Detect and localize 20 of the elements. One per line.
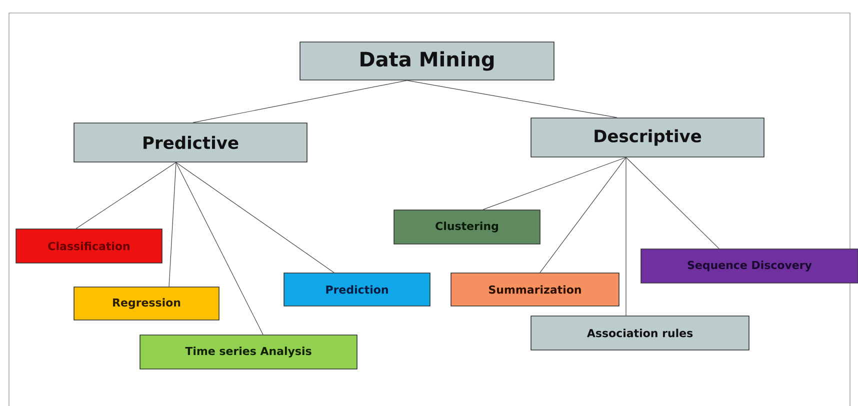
method-box: Clustering: [394, 210, 540, 244]
method-box: Regression: [74, 286, 220, 320]
method-box: Classification: [16, 228, 162, 264]
connector-line: [168, 162, 176, 287]
connector-line: [192, 80, 408, 123]
connector-line: [176, 162, 264, 335]
method-box: Summarization: [450, 272, 620, 306]
connector-line: [540, 157, 626, 273]
connector-line: [626, 157, 720, 249]
method-box: Sequence Discovery: [640, 248, 858, 284]
method-box: Prediction: [284, 272, 430, 306]
connector-line: [482, 157, 626, 210]
category-box: Descriptive: [530, 118, 764, 158]
category-box: Predictive: [74, 122, 308, 162]
connector-line: [76, 162, 176, 229]
method-box: Time series Analysis: [140, 334, 358, 370]
root-box: Data Mining: [300, 42, 554, 80]
connector-line: [406, 80, 618, 118]
connector-line: [176, 162, 334, 273]
method-box: Association rules: [530, 316, 750, 350]
